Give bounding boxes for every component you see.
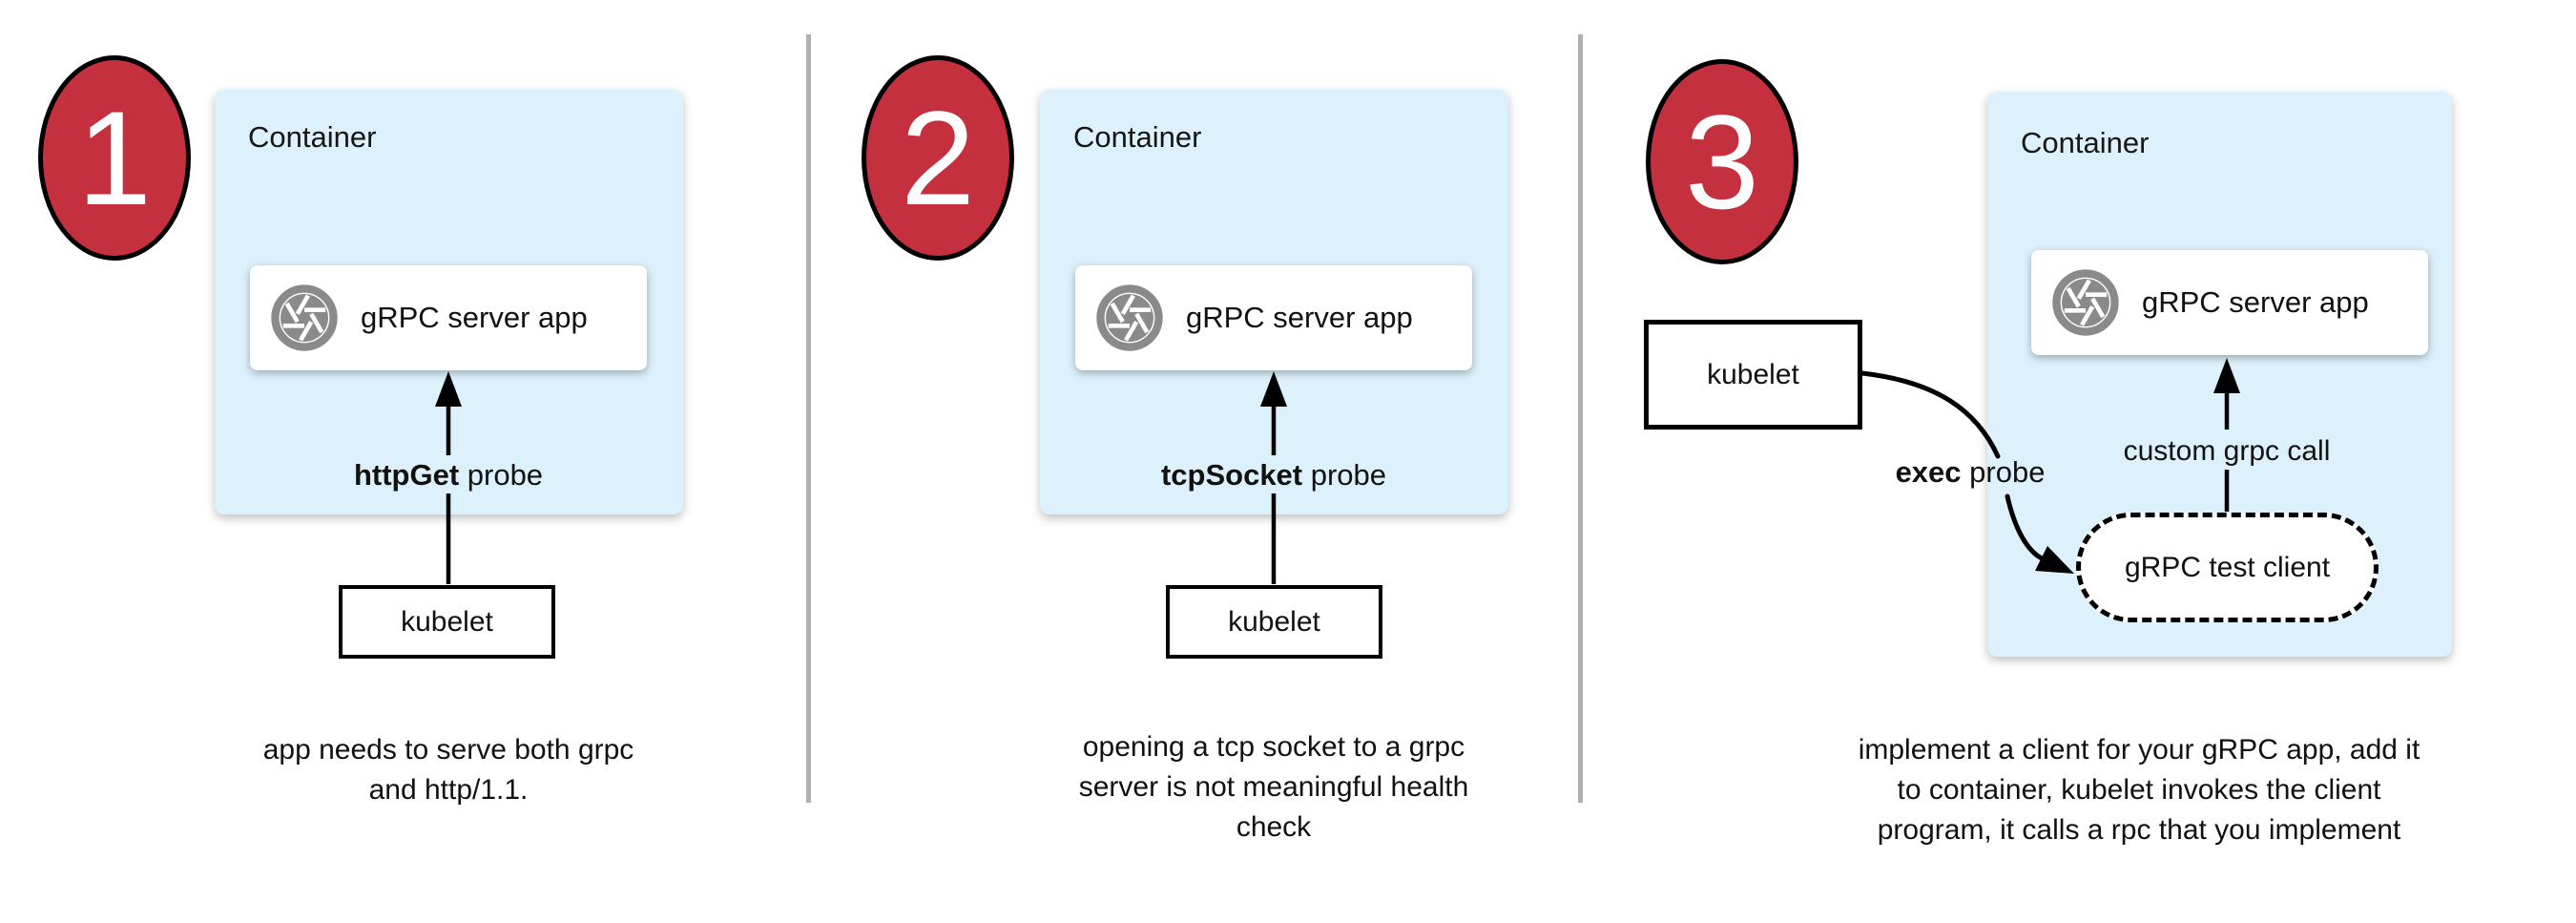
probe-label-2: tcpSocket probe xyxy=(1161,458,1386,493)
caption-line: implement a client for your gRPC app, ad… xyxy=(1858,734,2420,766)
caption-1: app needs to serve both grpc and http/1.… xyxy=(114,730,782,810)
kubelet-label: kubelet xyxy=(1228,605,1320,638)
probe-label-1: httpGet probe xyxy=(354,458,543,493)
grpc-server-app-label: gRPC server app xyxy=(361,301,588,334)
probe-type: tcpSocket xyxy=(1160,458,1303,492)
kubelet-label: kubelet xyxy=(1707,358,1799,390)
caption-line: app needs to serve both grpc xyxy=(262,734,634,766)
aperture-icon xyxy=(2052,269,2119,336)
container-label: Container xyxy=(1073,120,1202,154)
container-label: Container xyxy=(2021,126,2150,159)
grpc-test-client-label: gRPC test client xyxy=(2124,551,2331,583)
panel-divider xyxy=(806,34,811,803)
grpc-server-app-label: gRPC server app xyxy=(1186,301,1413,334)
step-number: 1 xyxy=(77,82,152,233)
grpc-server-app-label: gRPC server app xyxy=(2142,285,2369,319)
caption-line: check xyxy=(1236,811,1312,843)
grpc-server-app-box-3: gRPC server app xyxy=(2031,250,2428,355)
container-box-3: Container gRPC server app gRPC test clie… xyxy=(1987,92,2452,657)
caption-line: server is not meaningful health xyxy=(1078,771,1469,803)
aperture-icon xyxy=(1096,284,1163,351)
probe-type: exec xyxy=(1895,455,1962,489)
step-badge-1: 1 xyxy=(38,55,191,261)
probe-type: httpGet xyxy=(353,458,460,492)
caption-line: program, it calls a rpc that you impleme… xyxy=(1877,814,2401,846)
caption-3: implement a client for your gRPC app, ad… xyxy=(1805,730,2473,850)
caption-line: to container, kubelet invokes the client xyxy=(1897,774,2381,806)
kubelet-box-2: kubelet xyxy=(1166,585,1382,659)
custom-grpc-call-label: custom grpc call xyxy=(2123,435,2331,467)
probe-word: probe xyxy=(459,458,544,492)
container-label: Container xyxy=(248,120,377,154)
grpc-server-app-box-2: gRPC server app xyxy=(1075,265,1472,370)
probe-label-3: exec probe xyxy=(1896,455,2046,490)
kubelet-box-3: kubelet xyxy=(1644,320,1862,430)
kubelet-box-1: kubelet xyxy=(339,585,555,659)
probe-word: probe xyxy=(1302,458,1387,492)
grpc-test-client-box: gRPC test client xyxy=(2076,513,2379,622)
aperture-icon xyxy=(271,284,338,351)
step-badge-3: 3 xyxy=(1646,59,1798,264)
caption-line: and http/1.1. xyxy=(368,774,529,806)
container-box-1: Container gRPC server app xyxy=(215,90,683,514)
step-number: 3 xyxy=(1685,86,1759,237)
panel-divider xyxy=(1578,34,1583,803)
step-number: 2 xyxy=(901,82,975,233)
caption-line: opening a tcp socket to a grpc xyxy=(1082,731,1465,763)
caption-2: opening a tcp socket to a grpc server is… xyxy=(940,727,1608,848)
grpc-server-app-box-1: gRPC server app xyxy=(250,265,647,370)
kubelet-label: kubelet xyxy=(401,605,493,638)
container-box-2: Container gRPC server app xyxy=(1040,90,1508,514)
probe-word: probe xyxy=(1961,455,2046,489)
step-badge-2: 2 xyxy=(862,55,1014,261)
